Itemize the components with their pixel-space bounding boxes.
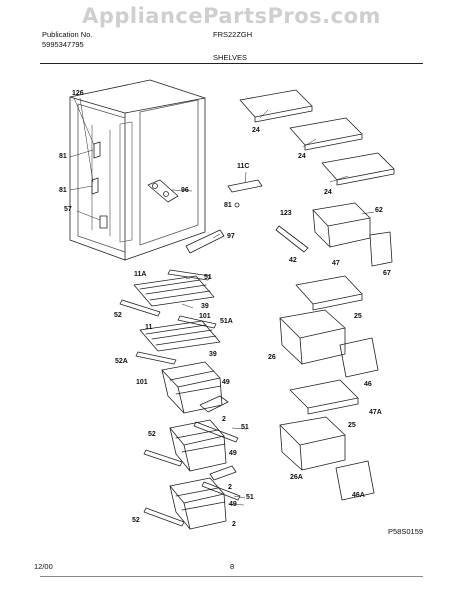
wire-basket-upper (161, 361, 223, 414)
basket-slide-middle (209, 465, 237, 481)
callout-label: 52A (115, 358, 128, 365)
callout-label: 25 (348, 422, 356, 429)
callout-label: 97 (227, 233, 235, 240)
wire-basket-middle (169, 419, 227, 472)
footer-divider (40, 576, 423, 577)
callout-label: 46 (364, 381, 372, 388)
glass-shelf-upper (239, 89, 313, 123)
publication-label: Publication No. (42, 30, 93, 39)
crisper-frame-lower (289, 379, 359, 415)
crisper-pan-front-lower (335, 460, 375, 501)
page-number: 8 (230, 562, 235, 571)
callout-label: 46A (352, 492, 365, 499)
callout-label: 81 (59, 187, 67, 194)
shelf-rail-left-lower (135, 351, 177, 365)
meat-pan-upper (312, 202, 371, 248)
callout-label: 26 (268, 354, 276, 361)
shelf-screw (234, 202, 240, 208)
callout-label: 47A (369, 409, 382, 416)
model-number: FRS22ZGH (213, 30, 253, 39)
wire-shelf-upper (133, 275, 215, 307)
callout-label: 51 (204, 274, 212, 281)
crisper-pan-front-upper (339, 337, 379, 378)
callout-label: 39 (201, 303, 209, 310)
glass-shelf-lower (321, 152, 395, 186)
callout-label: 81 (59, 153, 67, 160)
basket-rail-left-lower (143, 507, 185, 527)
basket-rail-middle (201, 481, 241, 501)
crisper-pan-upper (279, 309, 346, 365)
footer-date: 12/00 (34, 562, 53, 571)
header-divider (40, 63, 423, 64)
callout-label: 52 (132, 517, 140, 524)
callout-label: 57 (64, 206, 72, 213)
wire-basket-lower (169, 477, 227, 530)
callout-label: 52 (114, 312, 122, 319)
callout-label: 42 (289, 257, 297, 264)
shelf-rail-middle (177, 315, 217, 329)
meat-pan-cover (369, 231, 393, 267)
shelf-trim-piece (185, 229, 225, 254)
callout-label: 62 (375, 207, 383, 214)
shelf-rail-upper (167, 269, 211, 281)
callout-label: 51A (220, 318, 233, 325)
callout-label: 24 (252, 127, 260, 134)
callout-label: 51 (241, 424, 249, 431)
callout-label: 26A (290, 474, 303, 481)
callout-label: 49 (229, 501, 237, 508)
callout-label: 81 (224, 202, 232, 209)
basket-rail-upper (193, 421, 239, 443)
shelf-rail-left-upper (119, 299, 161, 317)
diagram-code: P58S0159 (388, 527, 424, 536)
watermark-text: AppliancePartsPros.com (82, 4, 381, 28)
callout-label: 126 (72, 90, 84, 97)
callout-label: 101 (199, 313, 211, 320)
callout-label: 2 (222, 416, 226, 423)
callout-label: 101 (136, 379, 148, 386)
publication-number: 5995347795 (42, 40, 84, 49)
callout-label: 49 (222, 379, 230, 386)
callout-label: 2 (232, 521, 236, 528)
callout-label: 11C (237, 163, 250, 170)
callout-label: 49 (229, 450, 237, 457)
callout-label: 47 (332, 260, 340, 267)
basket-rail-left-middle (143, 449, 183, 467)
callout-leaders (69, 97, 375, 506)
callout-label: 11A (134, 271, 147, 278)
callout-label: 51 (246, 494, 254, 501)
glass-shelf-middle (289, 117, 363, 151)
callout-label: 24 (324, 189, 332, 196)
callout-label: 67 (383, 270, 391, 277)
basket-slide-upper (199, 395, 229, 413)
callout-label: 25 (354, 313, 362, 320)
callout-label: 24 (298, 153, 306, 160)
callout-label: 123 (280, 210, 292, 217)
crisper-pan-lower (279, 416, 346, 471)
callout-label: 96 (181, 187, 189, 194)
callout-label: 11 (145, 324, 153, 331)
crisper-frame-upper (295, 275, 363, 311)
crisper-cover-rail-left (275, 225, 309, 253)
callout-label: 2 (228, 484, 232, 491)
callout-label: 39 (209, 351, 217, 358)
wire-shelf-middle (139, 320, 221, 352)
section-title: SHELVES (213, 53, 248, 62)
shelf-support-bracket (147, 179, 179, 203)
crisper-cover-rail (227, 179, 263, 193)
refrigerator-cabinet (69, 79, 206, 261)
callout-label: 52 (148, 431, 156, 438)
